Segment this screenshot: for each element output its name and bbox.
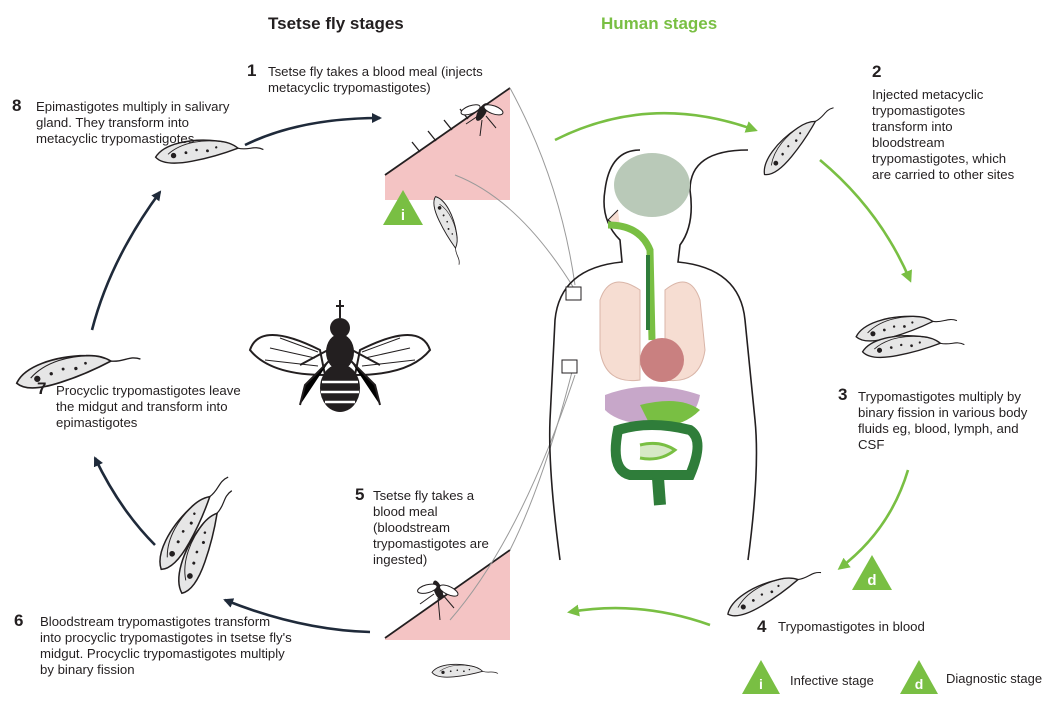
arrow-7-to-8 <box>92 192 160 330</box>
step-4-text: Trypomastigotes in blood <box>778 619 968 635</box>
diagnostic-marker-step-4: d <box>852 555 892 590</box>
step-3-text: Trypomastigotes multiply by binary fissi… <box>858 389 1038 453</box>
step-1-number: 1 <box>247 61 256 81</box>
legend-infective-letter: i <box>759 676 763 692</box>
step-8-text: Epimastigotes multiply in salivary gland… <box>36 99 246 147</box>
legend-infective-label: Infective stage <box>790 673 874 688</box>
step-3-number: 3 <box>838 385 847 405</box>
tsetse-stages-header: Tsetse fly stages <box>268 14 404 34</box>
tsetse-fly-icon <box>250 300 430 412</box>
parasite-stage-4 <box>723 560 824 621</box>
step-2-text: Injected metacyclic trypomastigotes tran… <box>872 87 1022 183</box>
step-2-number: 2 <box>872 62 881 82</box>
step-8-number: 8 <box>12 96 21 116</box>
parasite-stage-2 <box>756 98 837 179</box>
legend-diagnostic-icon: d <box>900 660 938 694</box>
arrow-4-to-5 <box>570 608 710 625</box>
diagnostic-marker-letter: d <box>867 572 876 589</box>
skin-bite-top <box>385 88 575 290</box>
legend-infective-icon: i <box>742 660 780 694</box>
human-body-figure <box>550 150 757 560</box>
step-6-number: 6 <box>14 611 23 631</box>
step-5-text: Tsetse fly takes a blood meal (bloodstre… <box>373 488 498 568</box>
arrow-1-to-2 <box>555 113 755 140</box>
step-7-text: Procyclic trypomastigotes leave the midg… <box>56 383 246 431</box>
step-5-number: 5 <box>355 485 364 505</box>
parasite-stage-3 <box>854 307 965 359</box>
legend-diagnostic-label: Diagnostic stage <box>946 671 1042 686</box>
arrow-6-to-7 <box>95 458 155 545</box>
step-7-number: 7 <box>37 379 46 399</box>
infective-marker-letter: i <box>401 207 405 224</box>
step-4-number: 4 <box>757 617 766 637</box>
human-stages-header: Human stages <box>601 14 717 34</box>
legend-diagnostic-letter: d <box>915 676 924 692</box>
arrow-3-to-4 <box>840 470 908 568</box>
step-1-text: Tsetse fly takes a blood meal (injects m… <box>268 64 483 96</box>
step-6-text: Bloodstream trypomastigotes transform in… <box>40 614 295 678</box>
parasite-stage-6 <box>150 468 238 597</box>
arrow-8-to-1 <box>245 118 380 145</box>
